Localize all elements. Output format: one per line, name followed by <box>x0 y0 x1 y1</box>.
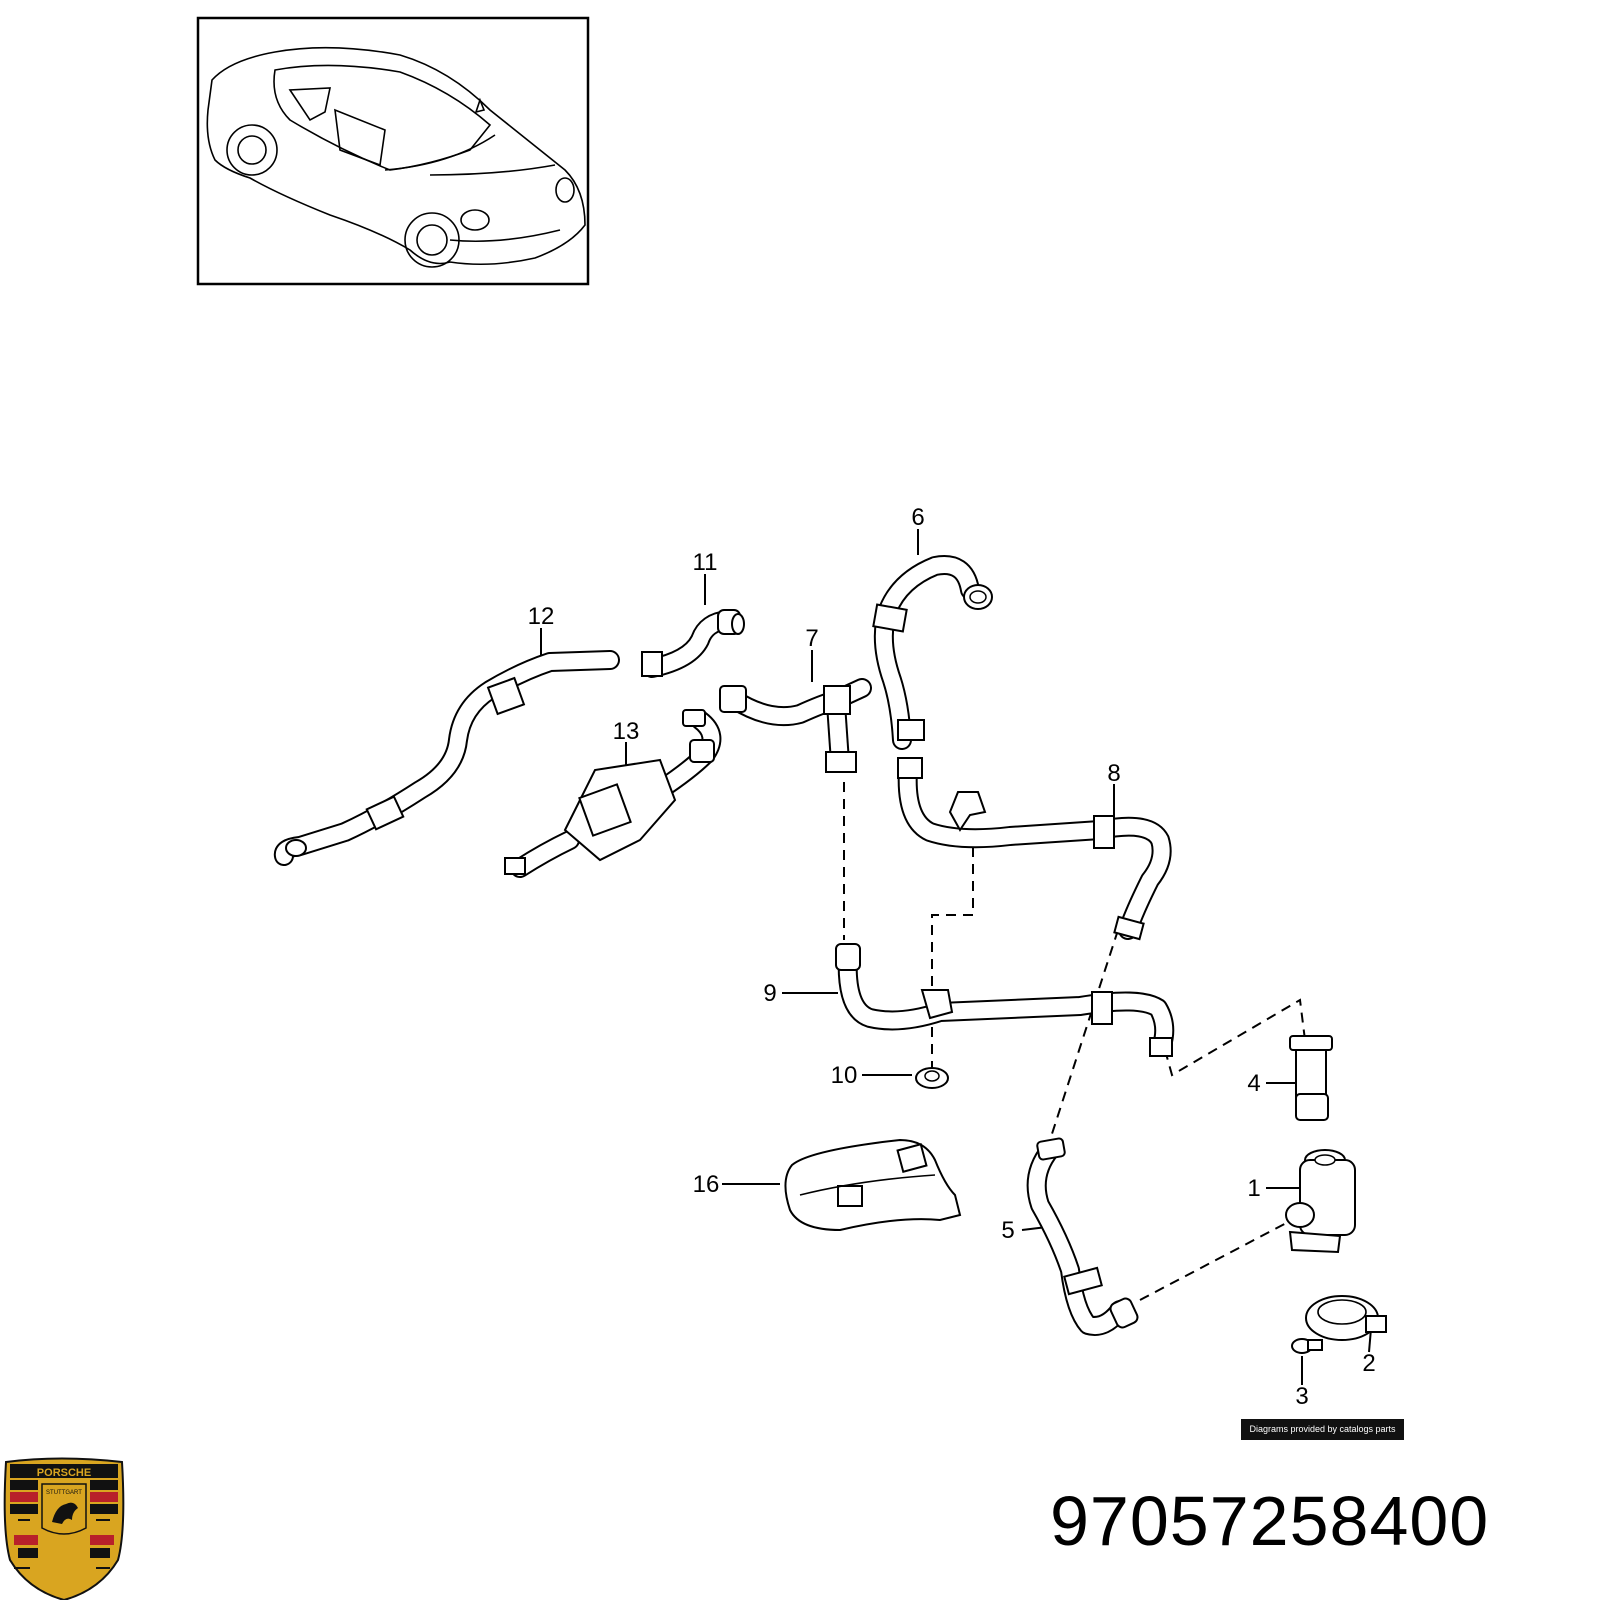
callout-9: 9 <box>763 980 776 1007</box>
callout-13: 13 <box>613 718 640 745</box>
callout-12: 12 <box>528 603 555 630</box>
part-8-hose <box>897 757 1172 941</box>
callout-11: 11 <box>693 549 718 576</box>
part-12-hose <box>273 650 620 866</box>
part-6-hose <box>872 555 993 750</box>
callout-10: 10 <box>831 1062 858 1089</box>
part-number-label: 97057258400 <box>1050 1482 1490 1560</box>
car-outline-icon <box>206 46 586 268</box>
crest-brand-text: PORSCHE <box>37 1467 91 1479</box>
crest-city-text: STUTTGART <box>46 1490 82 1496</box>
diagram-credit-label: Diagrams provided by catalogs parts <box>1241 1419 1404 1440</box>
callout-4: 4 <box>1247 1070 1260 1097</box>
porsche-crest-logo: PORSCHE STUTTGART <box>3 1457 125 1600</box>
part-3-screw <box>1291 1338 1323 1354</box>
callout-3: 3 <box>1295 1383 1308 1410</box>
part-16-cover <box>784 1138 962 1232</box>
callout-7: 7 <box>805 625 818 652</box>
part-13-valve <box>504 709 722 878</box>
callout-8: 8 <box>1107 760 1120 787</box>
part-10-grommet <box>915 1067 949 1089</box>
vehicle-inset <box>196 16 590 286</box>
part-7-hose <box>719 678 872 773</box>
callout-6: 6 <box>911 504 924 531</box>
part-1-pump <box>1285 1149 1356 1254</box>
part-2-clamp <box>1305 1295 1387 1341</box>
callout-labels: 6 11 7 12 13 8 9 10 16 4 1 5 2 3 <box>528 504 1376 1410</box>
part-11-hose <box>641 609 745 678</box>
assembly-dash-lines <box>843 782 1306 1301</box>
part-4-connector <box>1289 1035 1333 1121</box>
callout-16: 16 <box>693 1171 720 1198</box>
callout-1: 1 <box>1247 1175 1260 1202</box>
part-5-hose <box>1026 1137 1139 1336</box>
callout-2: 2 <box>1362 1350 1375 1377</box>
part-9-hose <box>835 943 1175 1057</box>
callout-5: 5 <box>1001 1217 1014 1244</box>
